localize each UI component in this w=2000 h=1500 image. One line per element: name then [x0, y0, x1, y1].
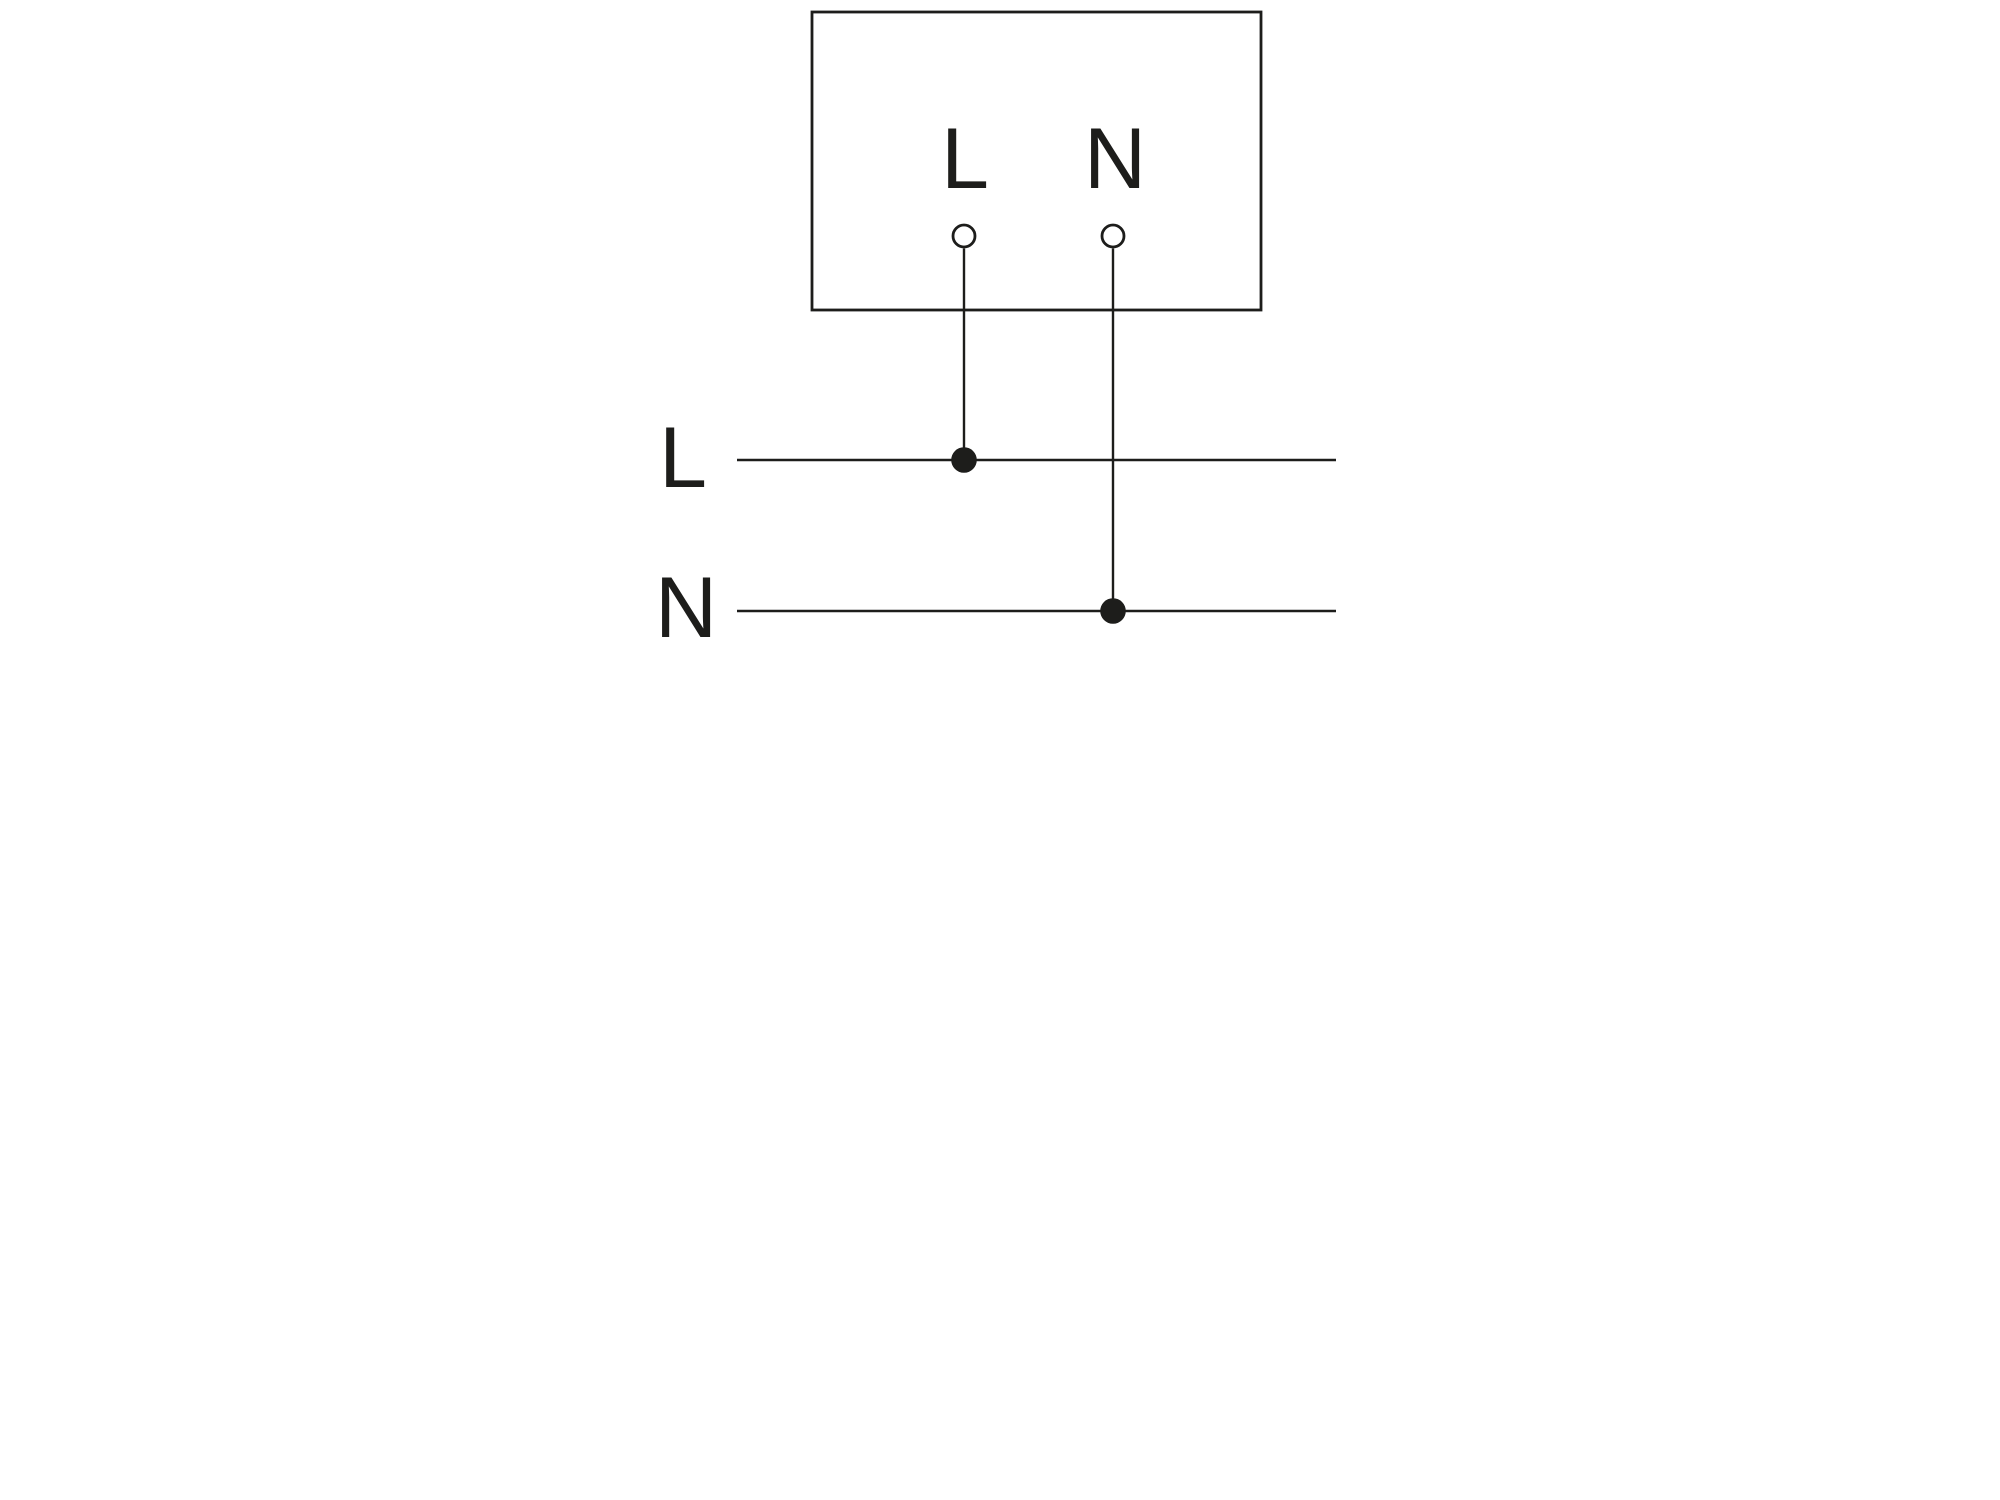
supply-line-l-label: L	[659, 410, 707, 506]
device-box	[810, 10, 1263, 312]
device-terminal-l-contact-icon	[951, 223, 977, 249]
junction-dot-n	[1100, 598, 1126, 624]
junction-dot-l	[951, 447, 977, 473]
supply-line-n-label: N	[655, 560, 717, 656]
device-terminal-n-label: N	[1084, 111, 1146, 207]
device-terminal-n-contact-icon	[1100, 223, 1126, 249]
device-terminal-l-label: L	[941, 111, 989, 207]
